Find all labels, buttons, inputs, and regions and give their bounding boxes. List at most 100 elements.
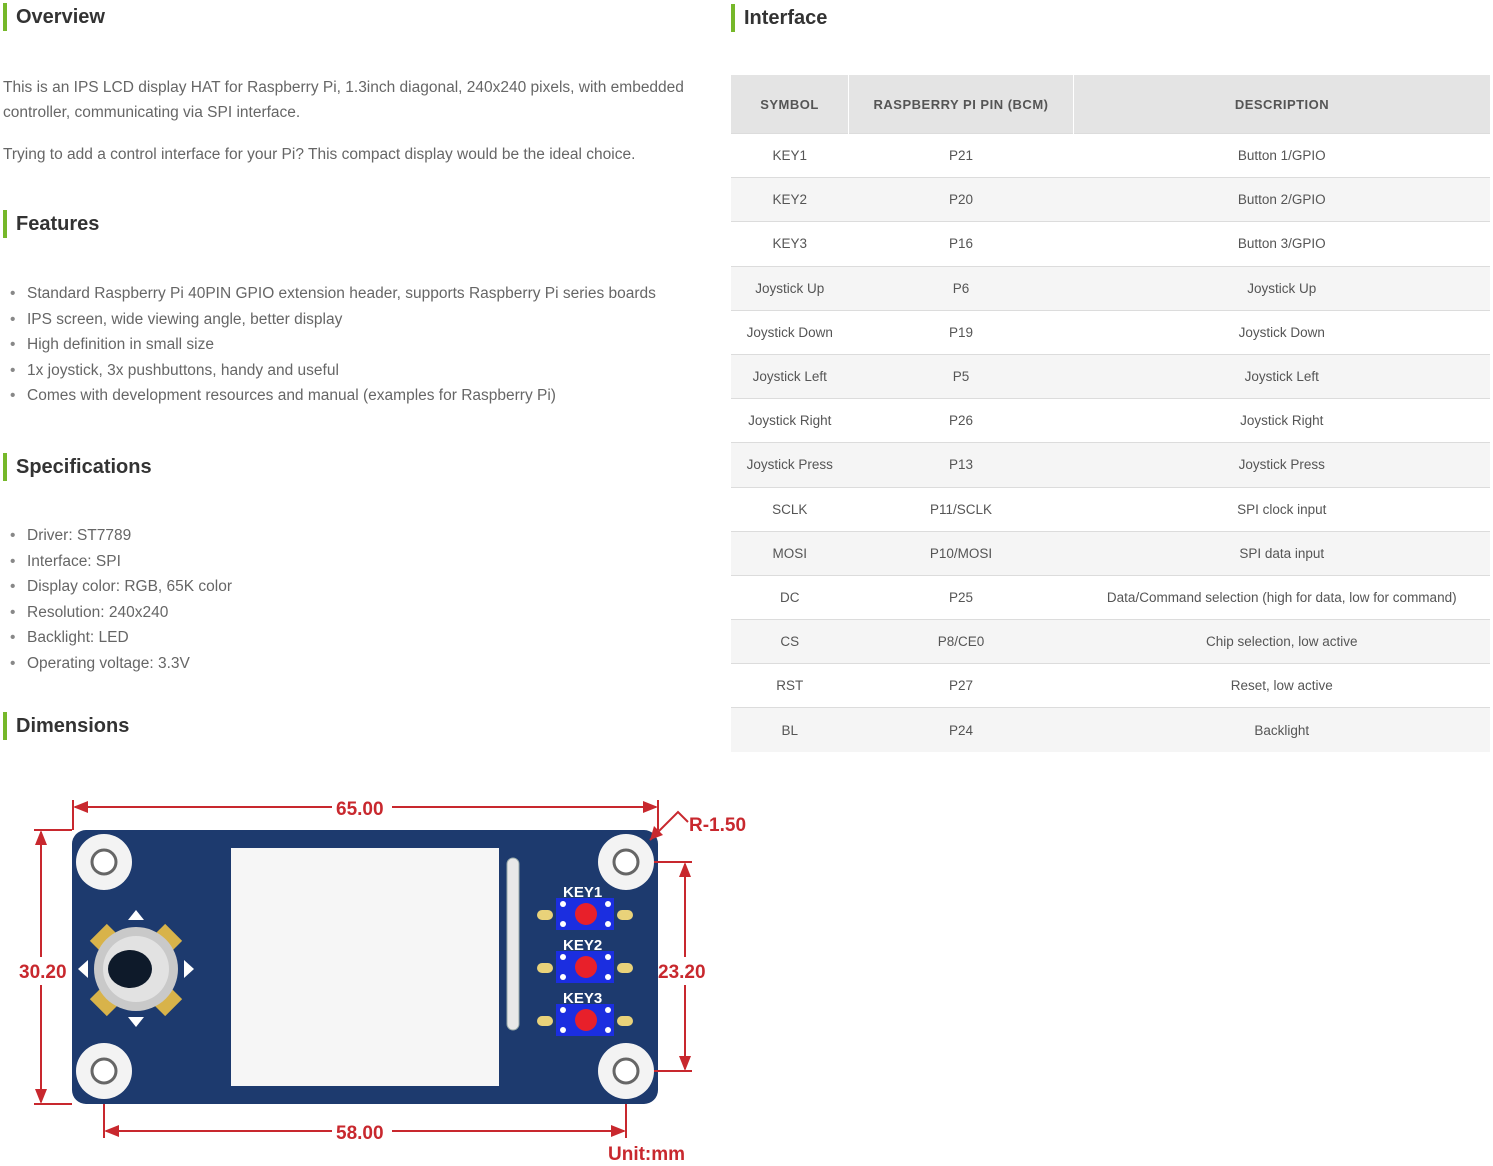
- cell-pin: P13: [848, 442, 1074, 487]
- cell-symbol: CS: [731, 619, 849, 664]
- mounting-hole-icon: [598, 1043, 654, 1099]
- column-header-description: DESCRIPTION: [1073, 75, 1490, 134]
- mounting-hole-icon: [76, 1043, 132, 1099]
- features-list: Standard Raspberry Pi 40PIN GPIO extensi…: [10, 281, 656, 409]
- column-header-symbol: SYMBOL: [731, 75, 849, 134]
- cell-pin: P11/SCLK: [848, 486, 1074, 532]
- cell-pin: P6: [848, 265, 1074, 311]
- cell-symbol: DC: [731, 574, 849, 620]
- cell-pin: P10/MOSI: [848, 530, 1074, 576]
- key1-label: KEY1: [563, 884, 602, 901]
- cell-description: Button 1/GPIO: [1073, 132, 1490, 178]
- cell-pin: P5: [848, 353, 1074, 399]
- cell-pin: P24: [848, 707, 1074, 752]
- cell-pin: P27: [848, 663, 1074, 708]
- key2-button-icon: KEY2: [537, 937, 633, 983]
- mounting-hole-icon: [76, 834, 132, 890]
- cell-description: Joystick Up: [1073, 265, 1490, 311]
- cell-pin: P21: [848, 132, 1074, 178]
- cell-pin: P26: [848, 398, 1074, 443]
- cell-description: Joystick Press: [1073, 442, 1490, 487]
- cell-description: Button 3/GPIO: [1073, 221, 1490, 267]
- list-item: Display color: RGB, 65K color: [10, 574, 232, 600]
- cell-pin: P20: [848, 177, 1074, 222]
- cell-symbol: Joystick Left: [731, 353, 849, 399]
- interface-table: SYMBOL RASPBERRY PI PIN (BCM) DESCRIPTIO…: [731, 75, 1490, 752]
- table-header-row: SYMBOL RASPBERRY PI PIN (BCM) DESCRIPTIO…: [731, 75, 1490, 134]
- lcd-screen: [231, 848, 499, 1086]
- overview-paragraph-2: Trying to add a control interface for yo…: [3, 146, 636, 163]
- cell-description: Joystick Left: [1073, 353, 1490, 399]
- cell-description: Joystick Down: [1073, 309, 1490, 355]
- list-item: 1x joystick, 3x pushbuttons, handy and u…: [10, 358, 656, 384]
- cell-description: SPI clock input: [1073, 486, 1490, 532]
- cell-symbol: MOSI: [731, 530, 849, 576]
- cell-description: Backlight: [1073, 707, 1490, 752]
- cell-symbol: Joystick Right: [731, 398, 849, 443]
- cell-description: Data/Command selection (high for data, l…: [1073, 574, 1490, 620]
- cell-pin: P19: [848, 309, 1074, 355]
- dimension-drawing: KEY1 KEY2 KEY3: [19, 799, 746, 1165]
- list-item: Comes with development resources and man…: [10, 383, 656, 409]
- list-item: Backlight: LED: [10, 625, 232, 651]
- cell-description: Joystick Right: [1073, 398, 1490, 443]
- cell-symbol: Joystick Down: [731, 309, 849, 355]
- cell-symbol: BL: [731, 707, 849, 752]
- key2-label: KEY2: [563, 937, 602, 954]
- cell-symbol: KEY2: [731, 177, 849, 222]
- cell-description: Reset, low active: [1073, 663, 1490, 708]
- list-item: Resolution: 240x240: [10, 600, 232, 626]
- radius-dimension-label: R-1.50: [689, 815, 746, 836]
- dimension-arrows: [35, 801, 691, 1137]
- cell-description: SPI data input: [1073, 530, 1490, 576]
- features-heading: Features: [3, 210, 99, 238]
- interface-heading: Interface: [731, 4, 827, 32]
- width-dimension-label: 65.00: [336, 799, 384, 820]
- cell-description: Button 2/GPIO: [1073, 177, 1490, 222]
- key3-label: KEY3: [563, 990, 602, 1007]
- hole-spacing-v-label: 23.20: [658, 962, 706, 983]
- dimensions-heading: Dimensions: [3, 712, 129, 740]
- list-item: IPS screen, wide viewing angle, better d…: [10, 307, 656, 333]
- list-item: Standard Raspberry Pi 40PIN GPIO extensi…: [10, 281, 656, 307]
- list-item: High definition in small size: [10, 332, 656, 358]
- cell-symbol: Joystick Up: [731, 265, 849, 311]
- unit-label: Unit:mm: [608, 1144, 685, 1165]
- height-dimension-label: 30.20: [19, 962, 67, 983]
- cell-pin: P8/CE0: [848, 619, 1074, 664]
- cell-symbol: Joystick Press: [731, 442, 849, 487]
- key3-button-icon: KEY3: [537, 990, 633, 1036]
- key1-button-icon: KEY1: [537, 884, 633, 930]
- cell-symbol: RST: [731, 663, 849, 708]
- screen-flex-strip: [506, 857, 520, 1031]
- cell-symbol: SCLK: [731, 486, 849, 532]
- overview-paragraph-1: This is an IPS LCD display HAT for Raspb…: [3, 79, 684, 121]
- hole-spacing-h-label: 58.00: [336, 1123, 384, 1144]
- dimension-lines: [34, 800, 692, 1138]
- cell-pin: P25: [848, 574, 1074, 620]
- specifications-heading: Specifications: [3, 453, 152, 481]
- list-item: Operating voltage: 3.3V: [10, 651, 232, 677]
- cell-symbol: KEY1: [731, 132, 849, 178]
- list-item: Driver: ST7789: [10, 523, 232, 549]
- cell-description: Chip selection, low active: [1073, 619, 1490, 664]
- mounting-hole-icon: [598, 834, 654, 890]
- cell-pin: P16: [848, 221, 1074, 267]
- specifications-list: Driver: ST7789 Interface: SPI Display co…: [10, 523, 232, 677]
- cell-symbol: KEY3: [731, 221, 849, 267]
- joystick-icon: [78, 910, 194, 1027]
